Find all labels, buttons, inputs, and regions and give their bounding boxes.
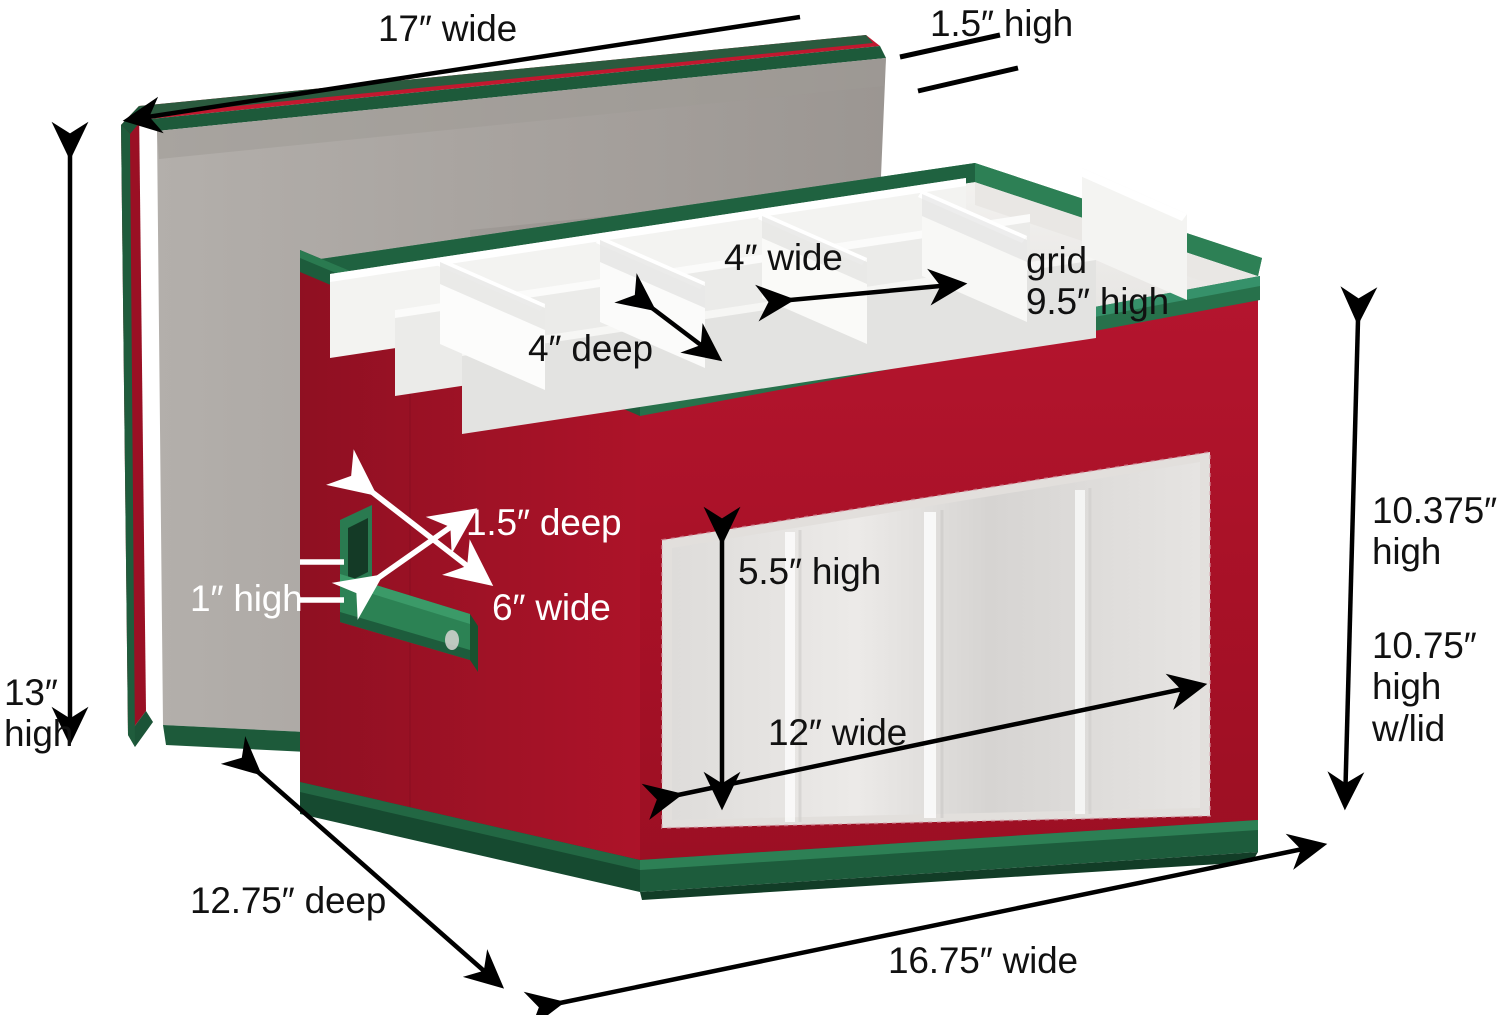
label-box-width: 16.75″ wide: [888, 940, 1078, 981]
label-box-height: 10.375″ high: [1372, 490, 1497, 573]
label-handle-depth: 1.5″ deep: [466, 502, 622, 543]
arrow-box-width: [523, 833, 1328, 1015]
label-grid-height: grid 9.5″ high: [1026, 240, 1169, 323]
label-lid-width: 17″ wide: [378, 8, 518, 49]
label-window-width: 12″ wide: [768, 712, 908, 753]
label-cell-depth: 4″ deep: [528, 328, 653, 369]
arrow-handle-depth: [331, 508, 478, 620]
leader-lid-height-top: [899, 32, 1001, 60]
label-box-height-with-lid: 10.75″ high w/lid: [1372, 625, 1477, 749]
dimension-arrows: [51, 14, 1378, 1015]
handle-dimension-arrows: [300, 449, 494, 620]
label-lid-height: 1.5″ high: [930, 3, 1073, 44]
label-cell-width: 4″ wide: [724, 237, 843, 278]
label-lid-total-height: 13″ high: [4, 672, 74, 755]
arrow-cell-depth: [614, 273, 723, 362]
arrow-lid-width: [122, 14, 801, 134]
label-handle-width: 6″ wide: [492, 587, 611, 628]
label-handle-height: 1″ high: [190, 578, 303, 619]
arrow-box-depth: [220, 736, 505, 989]
label-window-height: 5.5″ high: [738, 551, 881, 592]
arrow-window-width: [641, 673, 1208, 820]
leader-lid-height-bottom: [917, 65, 1019, 94]
arrow-cell-width: [755, 268, 968, 322]
arrow-box-height: [1327, 286, 1378, 811]
label-box-depth: 12.75″ deep: [190, 880, 387, 921]
